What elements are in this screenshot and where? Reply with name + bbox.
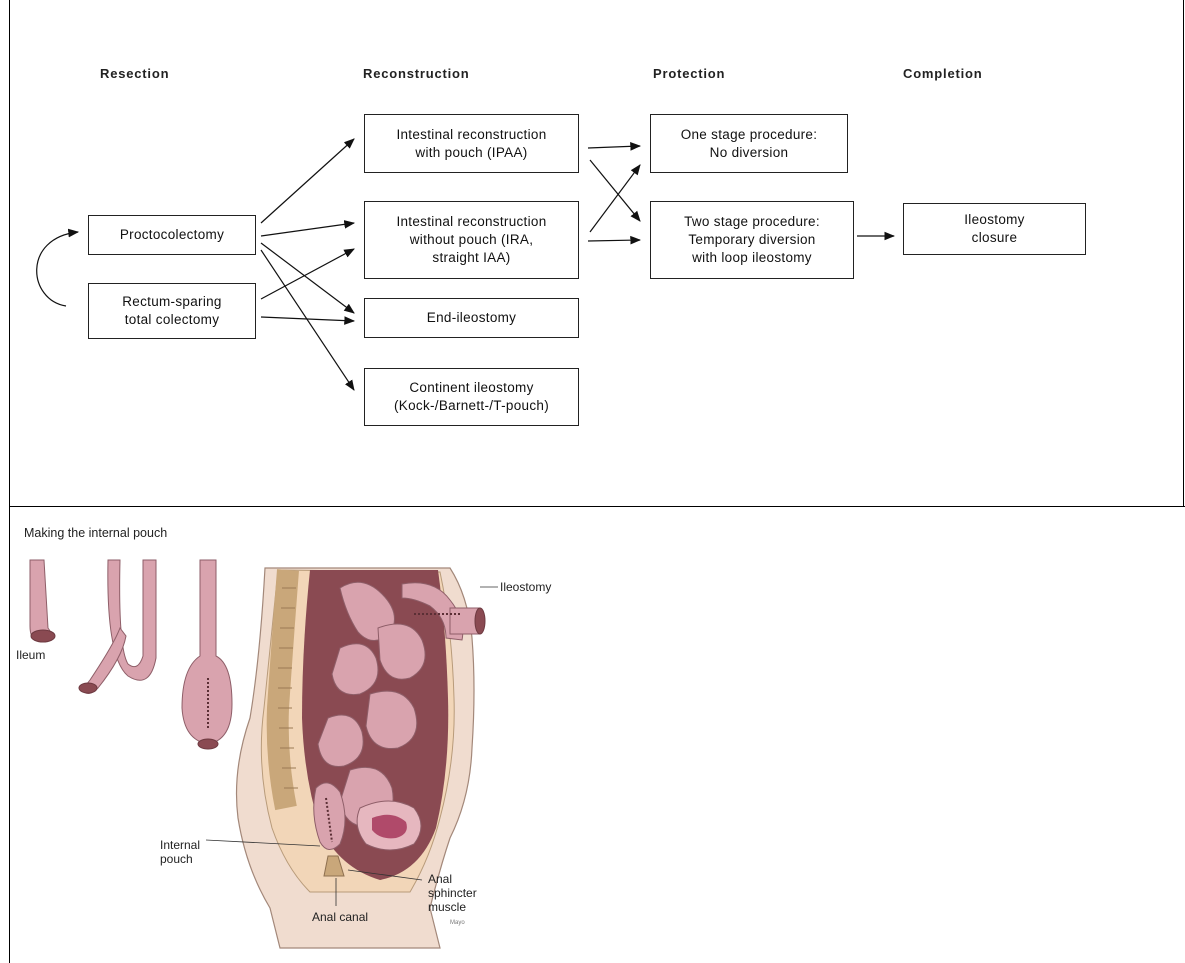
arrow-procto-nopouch xyxy=(261,223,354,236)
label-anal-sphincter: Anal sphincter muscle xyxy=(428,872,477,914)
label-anal-canal: Anal canal xyxy=(312,910,368,924)
credit-mark: Mayo xyxy=(450,916,465,930)
label-ileostomy: Ileostomy xyxy=(500,580,551,594)
ileum-folded xyxy=(79,560,156,694)
arrow-procto-end xyxy=(261,243,354,313)
arrow-procto-ipaa xyxy=(261,139,354,223)
box-continent-ileostomy: Continent ileostomy (Kock-/Barnett-/T-po… xyxy=(364,368,579,426)
box-end-ileostomy: End-ileostomy xyxy=(364,298,579,338)
loop-arrow xyxy=(37,232,78,306)
box-rectum-sparing: Rectum-sparing total colectomy xyxy=(88,283,256,339)
arrow-nopouch-onestage xyxy=(590,165,640,232)
anatomy-drawing xyxy=(10,508,610,958)
arrow-ipaa-twostage xyxy=(590,160,640,221)
arrow-nopouch-twostage xyxy=(588,240,640,241)
pouch-illustration: Making the internal pouch Ileum Ileostom… xyxy=(10,508,610,958)
box-two-stage: Two stage procedure: Temporary diversion… xyxy=(650,201,854,279)
box-one-stage: One stage procedure: No diversion xyxy=(650,114,848,173)
arrow-ipaa-onestage xyxy=(588,146,640,148)
box-proctocolectomy: Proctocolectomy xyxy=(88,215,256,255)
label-internal-pouch: Internal pouch xyxy=(160,838,200,866)
illustration-title: Making the internal pouch xyxy=(24,526,167,540)
label-ileum: Ileum xyxy=(16,648,45,662)
box-ipaa: Intestinal reconstruction with pouch (IP… xyxy=(364,114,579,173)
box-no-pouch: Intestinal reconstruction without pouch … xyxy=(364,201,579,279)
arrow-rectum-nopouch xyxy=(261,249,354,299)
ileum-pouch xyxy=(182,560,232,749)
box-ileostomy-closure: Ileostomy closure xyxy=(903,203,1086,255)
ileum-straight xyxy=(30,560,55,642)
